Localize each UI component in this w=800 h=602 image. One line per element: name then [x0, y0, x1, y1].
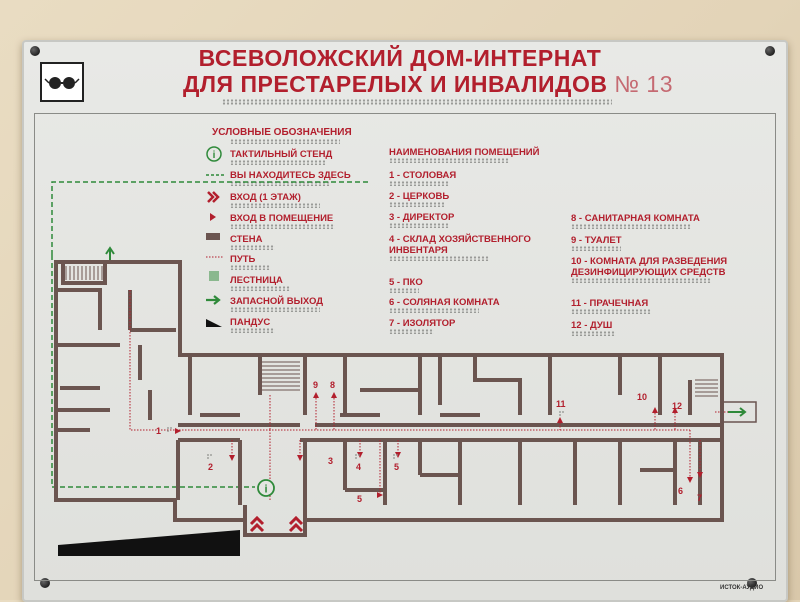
braille	[230, 160, 325, 165]
building-walls	[54, 260, 724, 537]
screw-icon	[30, 46, 40, 56]
emergency-exit	[721, 401, 757, 423]
screw-icon	[765, 46, 775, 56]
map-label-9: 9	[313, 380, 318, 390]
room-item-11: 11 - ПРАЧЕЧНАЯ	[571, 298, 649, 309]
map-label-3: 3	[328, 456, 333, 466]
wall-block-icon	[206, 233, 220, 240]
braille	[389, 202, 444, 207]
braille	[230, 307, 320, 312]
map-label-2: 2	[208, 462, 213, 472]
room-item-10: 10 - КОМНАТА ДЛЯ РАЗВЕДЕНИЯ	[571, 256, 728, 267]
braille	[571, 224, 691, 229]
map-label-7: 7	[697, 493, 702, 503]
room-item-10-cont: ДЕЗИНФИЦИРУЮЩИХ СРЕДСТВ	[571, 267, 726, 278]
svg-text:i: i	[213, 150, 216, 161]
braille	[230, 203, 320, 208]
map-label-8: 8	[330, 380, 335, 390]
braille-title	[222, 99, 612, 105]
legend-item-entrance: ВХОД (1 ЭТАЖ)	[230, 192, 301, 203]
stairs-icon	[65, 266, 103, 280]
braille	[230, 181, 330, 186]
braille	[389, 181, 449, 186]
red-arrow-icon	[175, 392, 703, 498]
room-item-4-cont: ИНВЕНТАРЯ	[389, 245, 448, 256]
title-line-1: ВСЕВОЛОЖСКИЙ ДОМ-ИНТЕРНАТ	[198, 45, 602, 71]
map-label-1: 1	[156, 426, 161, 436]
tactile-board	[22, 40, 788, 602]
legend-item-emergency-exit: ЗАПАСНОЙ ВЫХОД	[230, 296, 324, 307]
braille	[571, 331, 616, 336]
braille	[571, 278, 711, 283]
room-item-4: 4 - СКЛАД ХОЗЯЙСТВЕННОГО	[389, 234, 531, 245]
green-arrow-icon	[206, 295, 221, 305]
legend-item-tactile: ТАКТИЛЬНЫЙ СТЕНД	[230, 149, 333, 160]
map-label-10: 10	[637, 392, 647, 402]
double-chevron-icon	[207, 191, 220, 203]
room-item-5: 5 - ПКО	[389, 277, 423, 288]
legend-heading: УСЛОВНЫЕ ОБОЗНАЧЕНИЯ	[212, 127, 352, 138]
room-item-9: 9 - ТУАЛЕТ	[571, 235, 622, 246]
room-item-1: 1 - СТОЛОВАЯ	[389, 170, 457, 181]
legend-item-ramp: ПАНДУС	[230, 317, 271, 328]
map-label-6: 6	[678, 486, 683, 496]
room-item-8: 8 - САНИТАРНАЯ КОМНАТА	[571, 213, 700, 224]
red-arrow-icon	[210, 213, 216, 221]
legend-item-path: ПУТЬ	[230, 254, 256, 265]
map-label-11: 11	[556, 399, 566, 409]
screw-icon	[747, 578, 757, 588]
svg-text:i: i	[264, 484, 267, 496]
room-item-6: 6 - СОЛЯНАЯ КОМНАТА	[389, 297, 500, 308]
home-number: № 13	[614, 71, 673, 97]
manufacturer-label: ИСТОК-АУДИО	[720, 585, 764, 591]
braille	[389, 329, 434, 334]
info-circle-icon: i	[206, 146, 222, 162]
floor-plan-frame	[34, 113, 776, 581]
stairs-icon	[209, 271, 219, 281]
braille	[389, 256, 489, 261]
green-arrow-icon	[105, 246, 115, 262]
visually-impaired-icon	[40, 62, 84, 102]
room-item-3: 3 - ДИРЕКТОР	[389, 212, 455, 223]
legend-item-you-are-here: ВЫ НАХОДИТЕСЬ ЗДЕСЬ	[230, 170, 351, 181]
rooms-heading: НАИМЕНОВАНИЯ ПОМЕЩЕНИЙ	[389, 147, 540, 158]
map-label-4: 4	[356, 462, 361, 472]
braille	[230, 286, 290, 291]
screw-icon	[40, 578, 50, 588]
page-title: ВСЕВОЛОЖСКИЙ ДОМ-ИНТЕРНАТ ДЛЯ ПРЕСТАРЕЛЫ…	[0, 45, 800, 97]
title-line-2-text: ДЛЯ ПРЕСТАРЕЛЫХ И ИНВАЛИДОВ	[183, 71, 608, 97]
room-item-2: 2 - ЦЕРКОВЬ	[389, 191, 450, 202]
braille	[230, 265, 270, 270]
legend-item-stairs: ЛЕСТНИЦА	[230, 275, 283, 286]
map-label-5b: 5	[357, 494, 362, 504]
legend-item-wall: СТЕНА	[230, 234, 263, 245]
evacuation-route	[51, 181, 370, 488]
braille	[389, 158, 509, 163]
braille	[230, 245, 275, 250]
legend-item-room-entrance: ВХОД В ПОМЕЩЕНИЕ	[230, 213, 334, 224]
braille	[571, 309, 651, 314]
braille	[389, 288, 419, 293]
map-label-5a: 5	[394, 462, 399, 472]
braille	[230, 328, 275, 333]
braille	[571, 246, 621, 251]
title-line-2: ДЛЯ ПРЕСТАРЕЛЫХ И ИНВАЛИДОВ № 13	[28, 71, 800, 97]
info-circle-icon: i	[257, 479, 275, 497]
double-chevron-icon	[249, 515, 304, 533]
braille	[389, 308, 479, 313]
braille	[389, 223, 449, 228]
braille	[230, 224, 335, 229]
ramp-triangle-icon	[58, 530, 240, 556]
ramp-triangle-icon	[206, 319, 222, 327]
braille-legend-heading	[230, 139, 340, 144]
room-item-12: 12 - ДУШ	[571, 320, 613, 331]
braille-markers	[167, 411, 564, 459]
legend-icons: i	[206, 146, 224, 327]
map-label-12: 12	[672, 401, 682, 411]
stairs-icon	[262, 361, 718, 397]
room-item-7: 7 - ИЗОЛЯТОР	[389, 318, 456, 329]
